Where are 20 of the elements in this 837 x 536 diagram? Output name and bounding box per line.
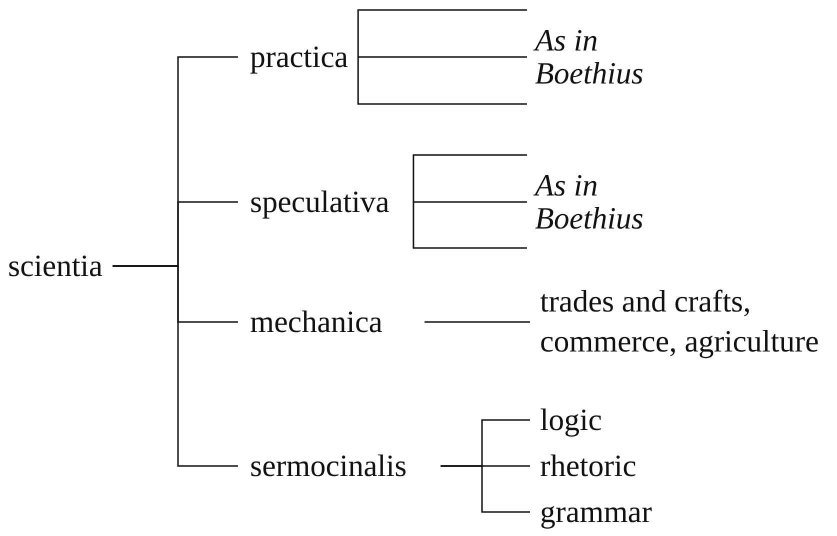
connector-line bbox=[412, 201, 527, 249]
connector-line bbox=[357, 56, 527, 105]
connector-line bbox=[412, 154, 527, 203]
connector-line bbox=[424, 321, 530, 323]
node-label: mechanica bbox=[250, 304, 383, 340]
node-label: trades and crafts, commerce, agriculture bbox=[540, 282, 836, 362]
node-label: rhetoric bbox=[540, 448, 636, 484]
node-label: As in Boethius bbox=[535, 168, 653, 236]
node-label: scientia bbox=[8, 248, 103, 284]
connector-line bbox=[357, 56, 527, 58]
node-label: practica bbox=[250, 39, 348, 75]
node-label: speculativa bbox=[250, 184, 390, 220]
node-label: sermocinalis bbox=[250, 448, 407, 484]
node-label: logic bbox=[540, 402, 602, 438]
connector-line bbox=[412, 201, 527, 203]
connector-line bbox=[112, 265, 238, 467]
node-label: grammar bbox=[540, 494, 652, 530]
connector-line bbox=[440, 465, 530, 513]
node-label: As in Boethius bbox=[535, 24, 653, 90]
connector-line bbox=[357, 9, 527, 58]
